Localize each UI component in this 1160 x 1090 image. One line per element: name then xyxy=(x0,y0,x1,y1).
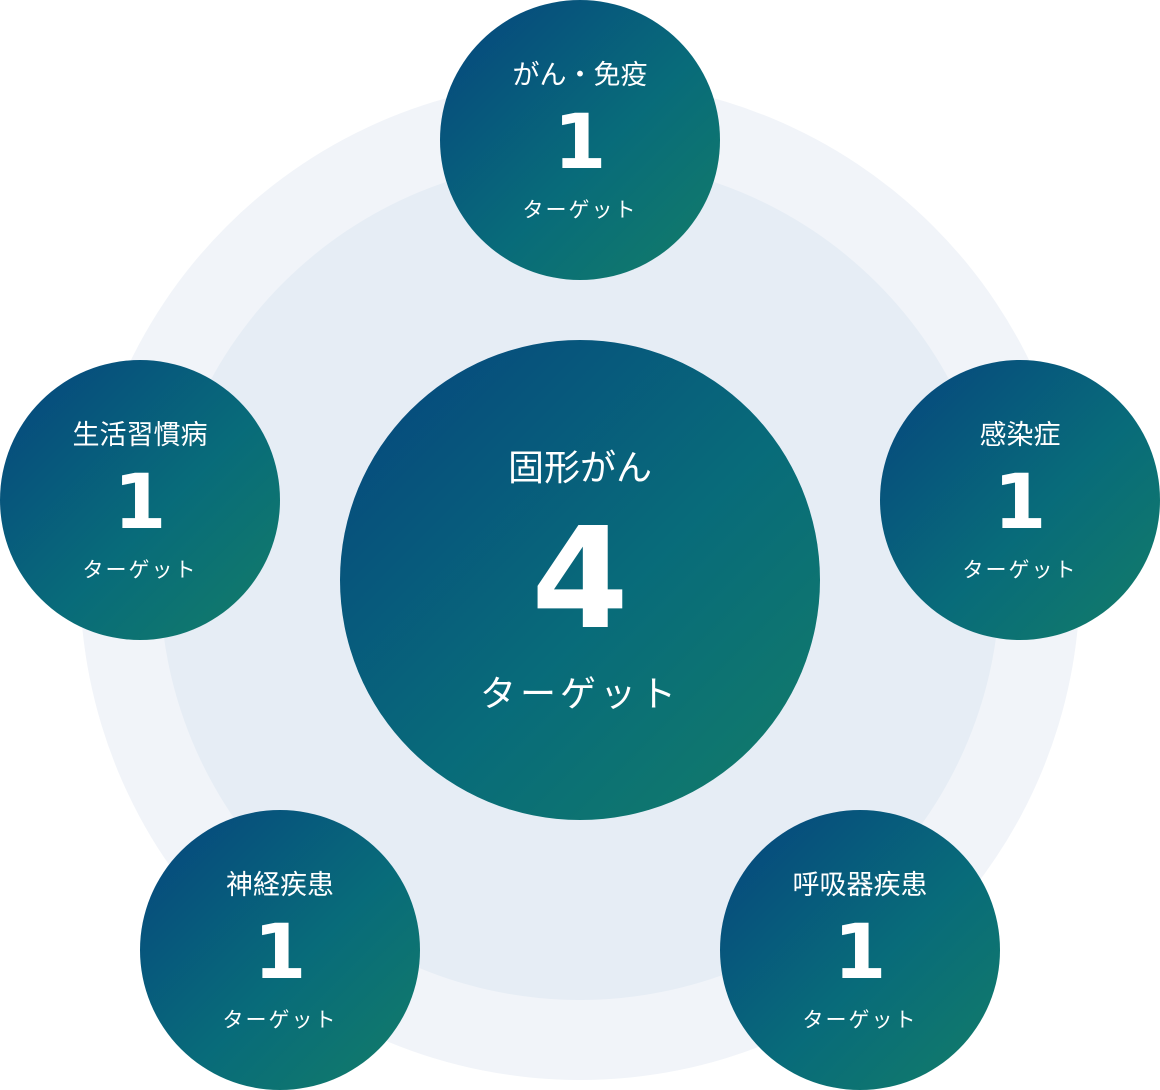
node-count: 1 xyxy=(993,457,1047,546)
node-label: 生活習慣病 xyxy=(72,420,208,451)
node-label: 感染症 xyxy=(979,420,1061,451)
center-node-solid-cancer: 固形がん 4 ターゲット xyxy=(340,340,820,820)
node-count: 1 xyxy=(833,907,887,996)
node-neurological-disease: 神経疾患 1 ターゲット xyxy=(140,810,420,1090)
node-count: 1 xyxy=(253,907,307,996)
center-node-unit: ターゲット xyxy=(479,674,680,715)
node-respiratory-disease: 呼吸器疾患 1 ターゲット xyxy=(720,810,1000,1090)
node-unit: ターゲット xyxy=(82,558,198,582)
node-unit: ターゲット xyxy=(522,198,638,222)
center-node-count: 4 xyxy=(531,498,629,661)
node-count: 1 xyxy=(113,457,167,546)
node-label: 呼吸器疾患 xyxy=(792,870,928,901)
node-label: 神経疾患 xyxy=(226,870,334,901)
node-label: がん・免疫 xyxy=(512,60,648,91)
center-node-label: 固形がん xyxy=(507,448,652,489)
node-lifestyle-disease: 生活習慣病 1 ターゲット xyxy=(0,360,280,640)
node-unit: ターゲット xyxy=(222,1008,338,1032)
node-cancer-immunity: がん・免疫 1 ターゲット xyxy=(440,0,720,280)
node-unit: ターゲット xyxy=(962,558,1078,582)
node-infectious-disease: 感染症 1 ターゲット xyxy=(880,360,1160,640)
node-count: 1 xyxy=(553,97,607,186)
node-unit: ターゲット xyxy=(802,1008,918,1032)
